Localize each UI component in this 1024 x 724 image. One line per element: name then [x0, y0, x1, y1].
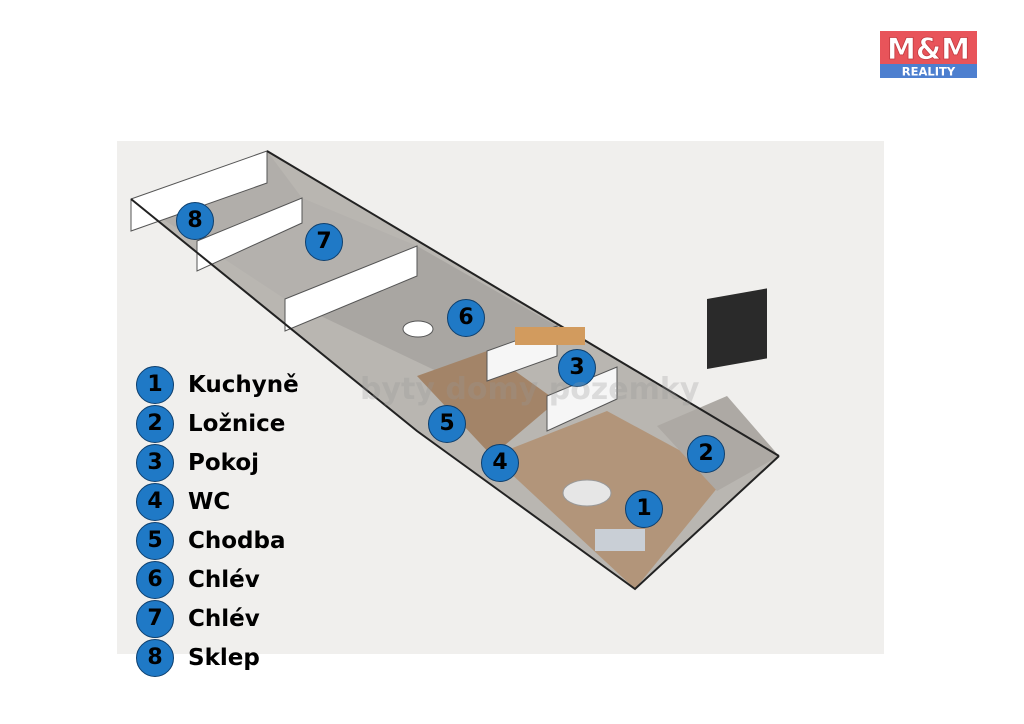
wardrobe [707, 288, 767, 369]
legend-item: 7 Chlév [136, 600, 356, 638]
legend-label: Chlév [188, 567, 260, 593]
legend-item: 8 Sklep [136, 639, 356, 677]
legend-label: Pokoj [188, 450, 260, 476]
wall-partition-2 [284, 245, 418, 332]
sofa [595, 529, 645, 551]
wall-outline-top [266, 150, 780, 457]
legend-label: Sklep [188, 645, 260, 671]
legend-number: 4 [136, 483, 174, 521]
room-marker-7: 7 [305, 223, 343, 261]
legend-number: 2 [136, 405, 174, 443]
room-5-floor [417, 351, 557, 456]
room-marker-8: 8 [176, 202, 214, 240]
legend-number: 5 [136, 522, 174, 560]
room-marker-3: 3 [558, 349, 596, 387]
wall-outline-bottom [130, 198, 780, 591]
legend-number: 6 [136, 561, 174, 599]
wall-partition-1 [196, 197, 303, 272]
legend-number: 1 [136, 366, 174, 404]
legend-number: 8 [136, 639, 174, 677]
room-marker-5: 5 [428, 405, 466, 443]
watermark: byty domy pozemky [360, 372, 700, 407]
dining-table [562, 479, 612, 507]
mm-reality-logo: M&M REALITY [880, 31, 977, 79]
kitchen-counter [515, 327, 585, 345]
floor-plan-drawing [130, 150, 780, 591]
legend-label: Kuchyně [188, 372, 299, 398]
room-marker-2: 2 [687, 435, 725, 473]
legend-number: 7 [136, 600, 174, 638]
legend-label: WC [188, 489, 231, 515]
logo-wordmark: M&M [887, 32, 970, 66]
legend-item: 3 Pokoj [136, 444, 356, 482]
room-marker-6: 6 [447, 299, 485, 337]
room-marker-1: 1 [625, 490, 663, 528]
wall-back [130, 150, 268, 232]
logo-subtitle: REALITY [902, 65, 956, 79]
legend-number: 3 [136, 444, 174, 482]
legend-label: Chlév [188, 606, 260, 632]
legend-item: 4 WC [136, 483, 356, 521]
floor-plan-3d: 8 7 6 3 5 4 2 1 [117, 141, 884, 654]
room-marker-4: 4 [481, 444, 519, 482]
tank [402, 320, 434, 338]
legend-item: 5 Chodba [136, 522, 356, 560]
legend-item: 1 Kuchyně [136, 366, 356, 404]
legend-label: Ložnice [188, 411, 286, 437]
room-1-floor [492, 411, 727, 589]
legend-label: Chodba [188, 528, 286, 554]
legend-item: 6 Chlév [136, 561, 356, 599]
legend-item: 2 Ložnice [136, 405, 356, 443]
